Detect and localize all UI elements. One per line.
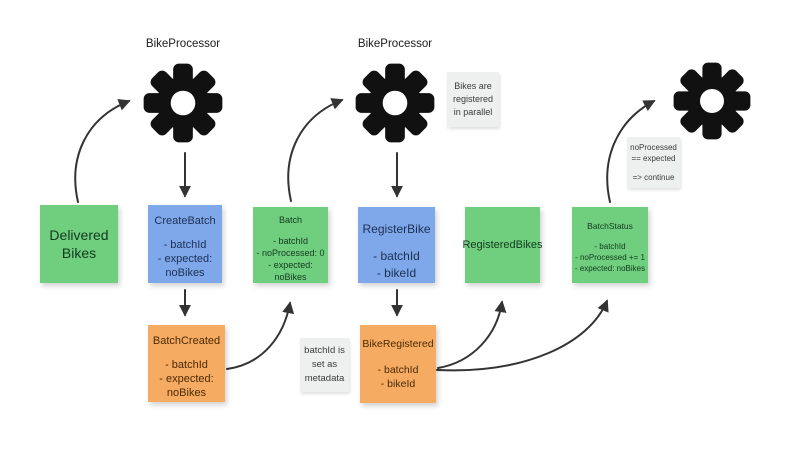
gear-icon	[672, 61, 752, 141]
note-body: - batchId - noProcessed: 0 - expected: n…	[256, 236, 325, 283]
note-batch-created: BatchCreated - batchId - expected: noBik…	[148, 325, 225, 402]
note-batch: Batch - batchId - noProcessed: 0 - expec…	[253, 207, 328, 283]
note-title: RegisterBike	[362, 222, 431, 236]
hint-parallel: Bikes are registered in parallel	[447, 72, 499, 127]
note-title: BikeRegistered	[362, 338, 434, 350]
note-bike-registered: BikeRegistered - batchId - bikeId	[360, 325, 436, 403]
note-title: BatchStatus	[587, 221, 633, 231]
arrow-delivered-to-processor1	[74, 99, 131, 203]
note-batch-status: BatchStatus - batchId - noProcessed += 1…	[572, 207, 648, 283]
note-title: Batch	[278, 215, 302, 225]
note-body: - batchId - bikeId	[377, 364, 419, 391]
note-title: BatchCreated	[152, 335, 221, 347]
gear-icon	[354, 62, 436, 144]
hint-metadata: batchId is set as metadata	[300, 338, 349, 392]
note-register-bike: RegisterBike - batchId - bikeId	[358, 207, 435, 283]
note-body: - batchId - expected: noBikes	[157, 239, 213, 279]
note-delivered-bikes: Delivered Bikes	[40, 205, 118, 283]
note-label: RegisteredBikes	[462, 239, 543, 251]
arrow-batch-to-processor2	[287, 98, 344, 202]
arrow-bikeregistered-to-registeredbikes	[437, 300, 507, 369]
note-create-batch: CreateBatch - batchId - expected: noBike…	[148, 205, 222, 283]
arrow-bikeregistered-to-batchstatus	[436, 299, 609, 372]
note-label: Delivered Bikes	[49, 226, 109, 261]
note-body: - batchId - noProcessed += 1 - expected:…	[574, 242, 646, 274]
note-title: CreateBatch	[154, 215, 216, 227]
arrow-batchcreated-to-batch	[226, 301, 295, 370]
bike-processor-label-2: BikeProcessor	[357, 38, 433, 50]
hint-continue: noProcessed == expected => continue	[627, 137, 680, 188]
bike-processor-label-1: BikeProcessor	[145, 38, 221, 50]
note-body: - batchId - bikeId	[373, 249, 420, 280]
gear-icon	[142, 62, 224, 144]
note-registered-bikes: RegisteredBikes	[462, 207, 543, 283]
note-body: - batchId - expected: noBikes	[159, 359, 214, 399]
